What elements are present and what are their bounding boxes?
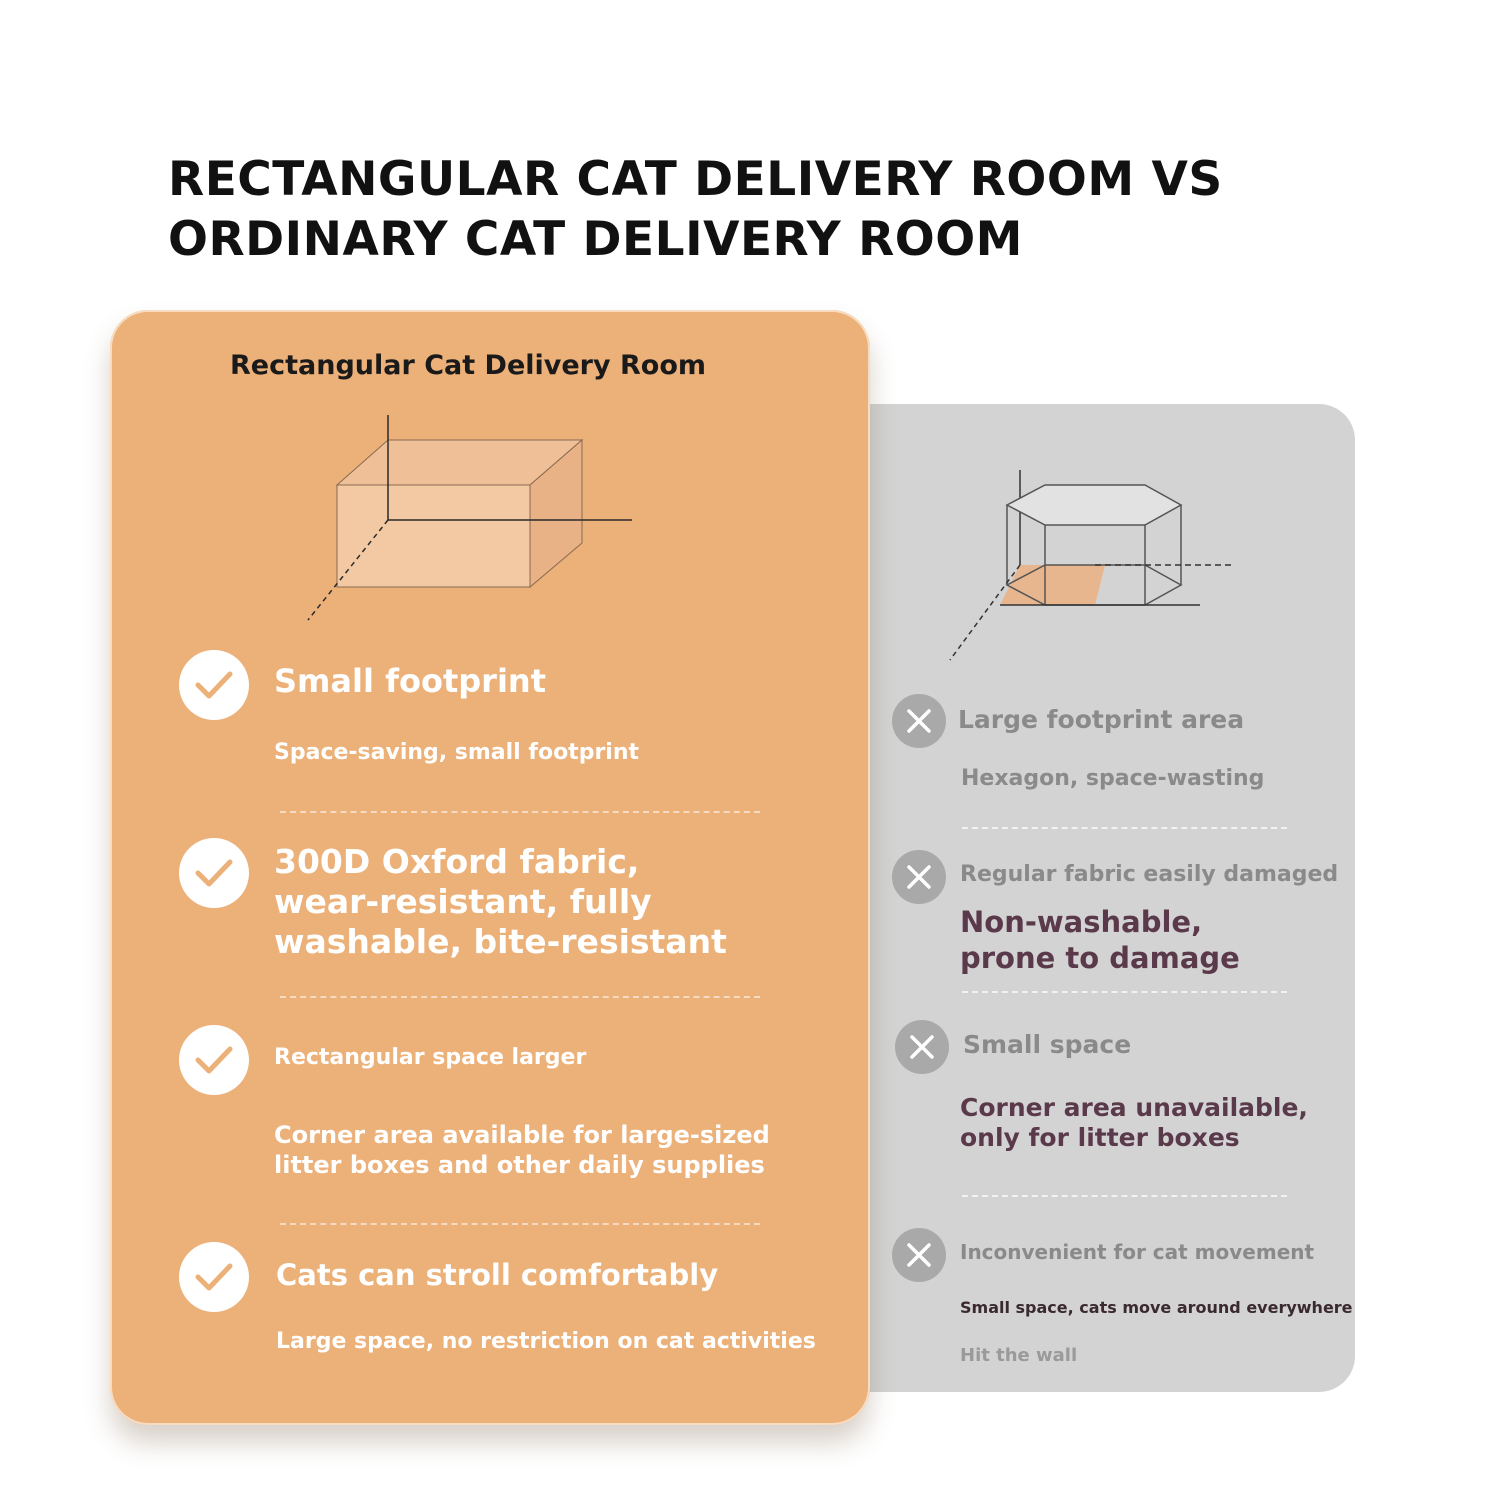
check-icon bbox=[179, 650, 249, 720]
rect-feature-1-heading: Small footprint bbox=[274, 662, 546, 700]
hexagon-room-illustration bbox=[949, 470, 1235, 661]
ordinary-feature-2-detail: Non-washable, prone to damage bbox=[960, 904, 1240, 976]
x-icon bbox=[892, 850, 946, 904]
title-line-1: RECTANGULAR CAT DELIVERY ROOM VS bbox=[168, 152, 1223, 207]
ordinary-feature-3-detail-line-2: only for litter boxes bbox=[960, 1123, 1240, 1152]
ordinary-feature-4-note: Hit the wall bbox=[960, 1345, 1078, 1366]
ordinary-feature-1-detail: Hexagon, space-wasting bbox=[961, 766, 1265, 791]
ordinary-feature-1-heading: Large footprint area bbox=[958, 705, 1245, 734]
divider bbox=[962, 827, 1287, 829]
title-line-2: ORDINARY CAT DELIVERY ROOM bbox=[168, 212, 1023, 267]
ordinary-feature-2-detail-line-1: Non-washable, bbox=[960, 905, 1203, 939]
check-icon bbox=[179, 1242, 249, 1312]
page-title: RECTANGULAR CAT DELIVERY ROOM VS ORDINAR… bbox=[168, 150, 1318, 270]
check-icon bbox=[179, 1025, 249, 1095]
ordinary-feature-2-heading: Regular fabric easily damaged bbox=[960, 862, 1339, 887]
rect-feature-3-detail-line-2: litter boxes and other daily supplies bbox=[274, 1151, 765, 1179]
rect-feature-4-heading: Cats can stroll comfortably bbox=[276, 1258, 719, 1292]
ordinary-feature-2-detail-line-2: prone to damage bbox=[960, 941, 1240, 975]
rect-feature-3-detail-line-1: Corner area available for large-sized bbox=[274, 1121, 770, 1149]
rect-feature-2-line-1: 300D Oxford fabric, bbox=[274, 842, 640, 881]
divider bbox=[962, 1195, 1287, 1197]
x-icon bbox=[895, 1020, 949, 1074]
rect-feature-2-heading: 300D Oxford fabric, wear-resistant, full… bbox=[274, 842, 727, 962]
rect-feature-4-detail: Large space, no restriction on cat activ… bbox=[276, 1329, 816, 1354]
check-icon bbox=[179, 838, 249, 908]
rect-feature-1-detail: Space-saving, small footprint bbox=[274, 740, 640, 765]
divider bbox=[280, 1223, 760, 1225]
divider bbox=[280, 996, 760, 998]
ordinary-feature-3-detail: Corner area unavailable, only for litter… bbox=[960, 1093, 1308, 1153]
ordinary-feature-4-detail: Small space, cats move around everywhere bbox=[960, 1298, 1353, 1317]
divider bbox=[280, 811, 760, 813]
rectangular-box-illustration bbox=[307, 415, 632, 621]
divider bbox=[962, 991, 1287, 993]
rectangular-card-heading: Rectangular Cat Delivery Room bbox=[230, 350, 707, 381]
rect-feature-2-line-3: washable, bite-resistant bbox=[274, 922, 727, 961]
ordinary-feature-3-heading: Small space bbox=[963, 1030, 1132, 1059]
rect-feature-3-heading: Rectangular space larger bbox=[274, 1045, 587, 1070]
rect-feature-3-detail: Corner area available for large-sized li… bbox=[274, 1120, 770, 1180]
x-icon bbox=[892, 694, 946, 748]
rect-feature-2-line-2: wear-resistant, fully bbox=[274, 882, 652, 921]
ordinary-feature-4-heading: Inconvenient for cat movement bbox=[960, 1240, 1315, 1264]
ordinary-feature-3-detail-line-1: Corner area unavailable, bbox=[960, 1093, 1308, 1122]
x-icon bbox=[892, 1228, 946, 1282]
